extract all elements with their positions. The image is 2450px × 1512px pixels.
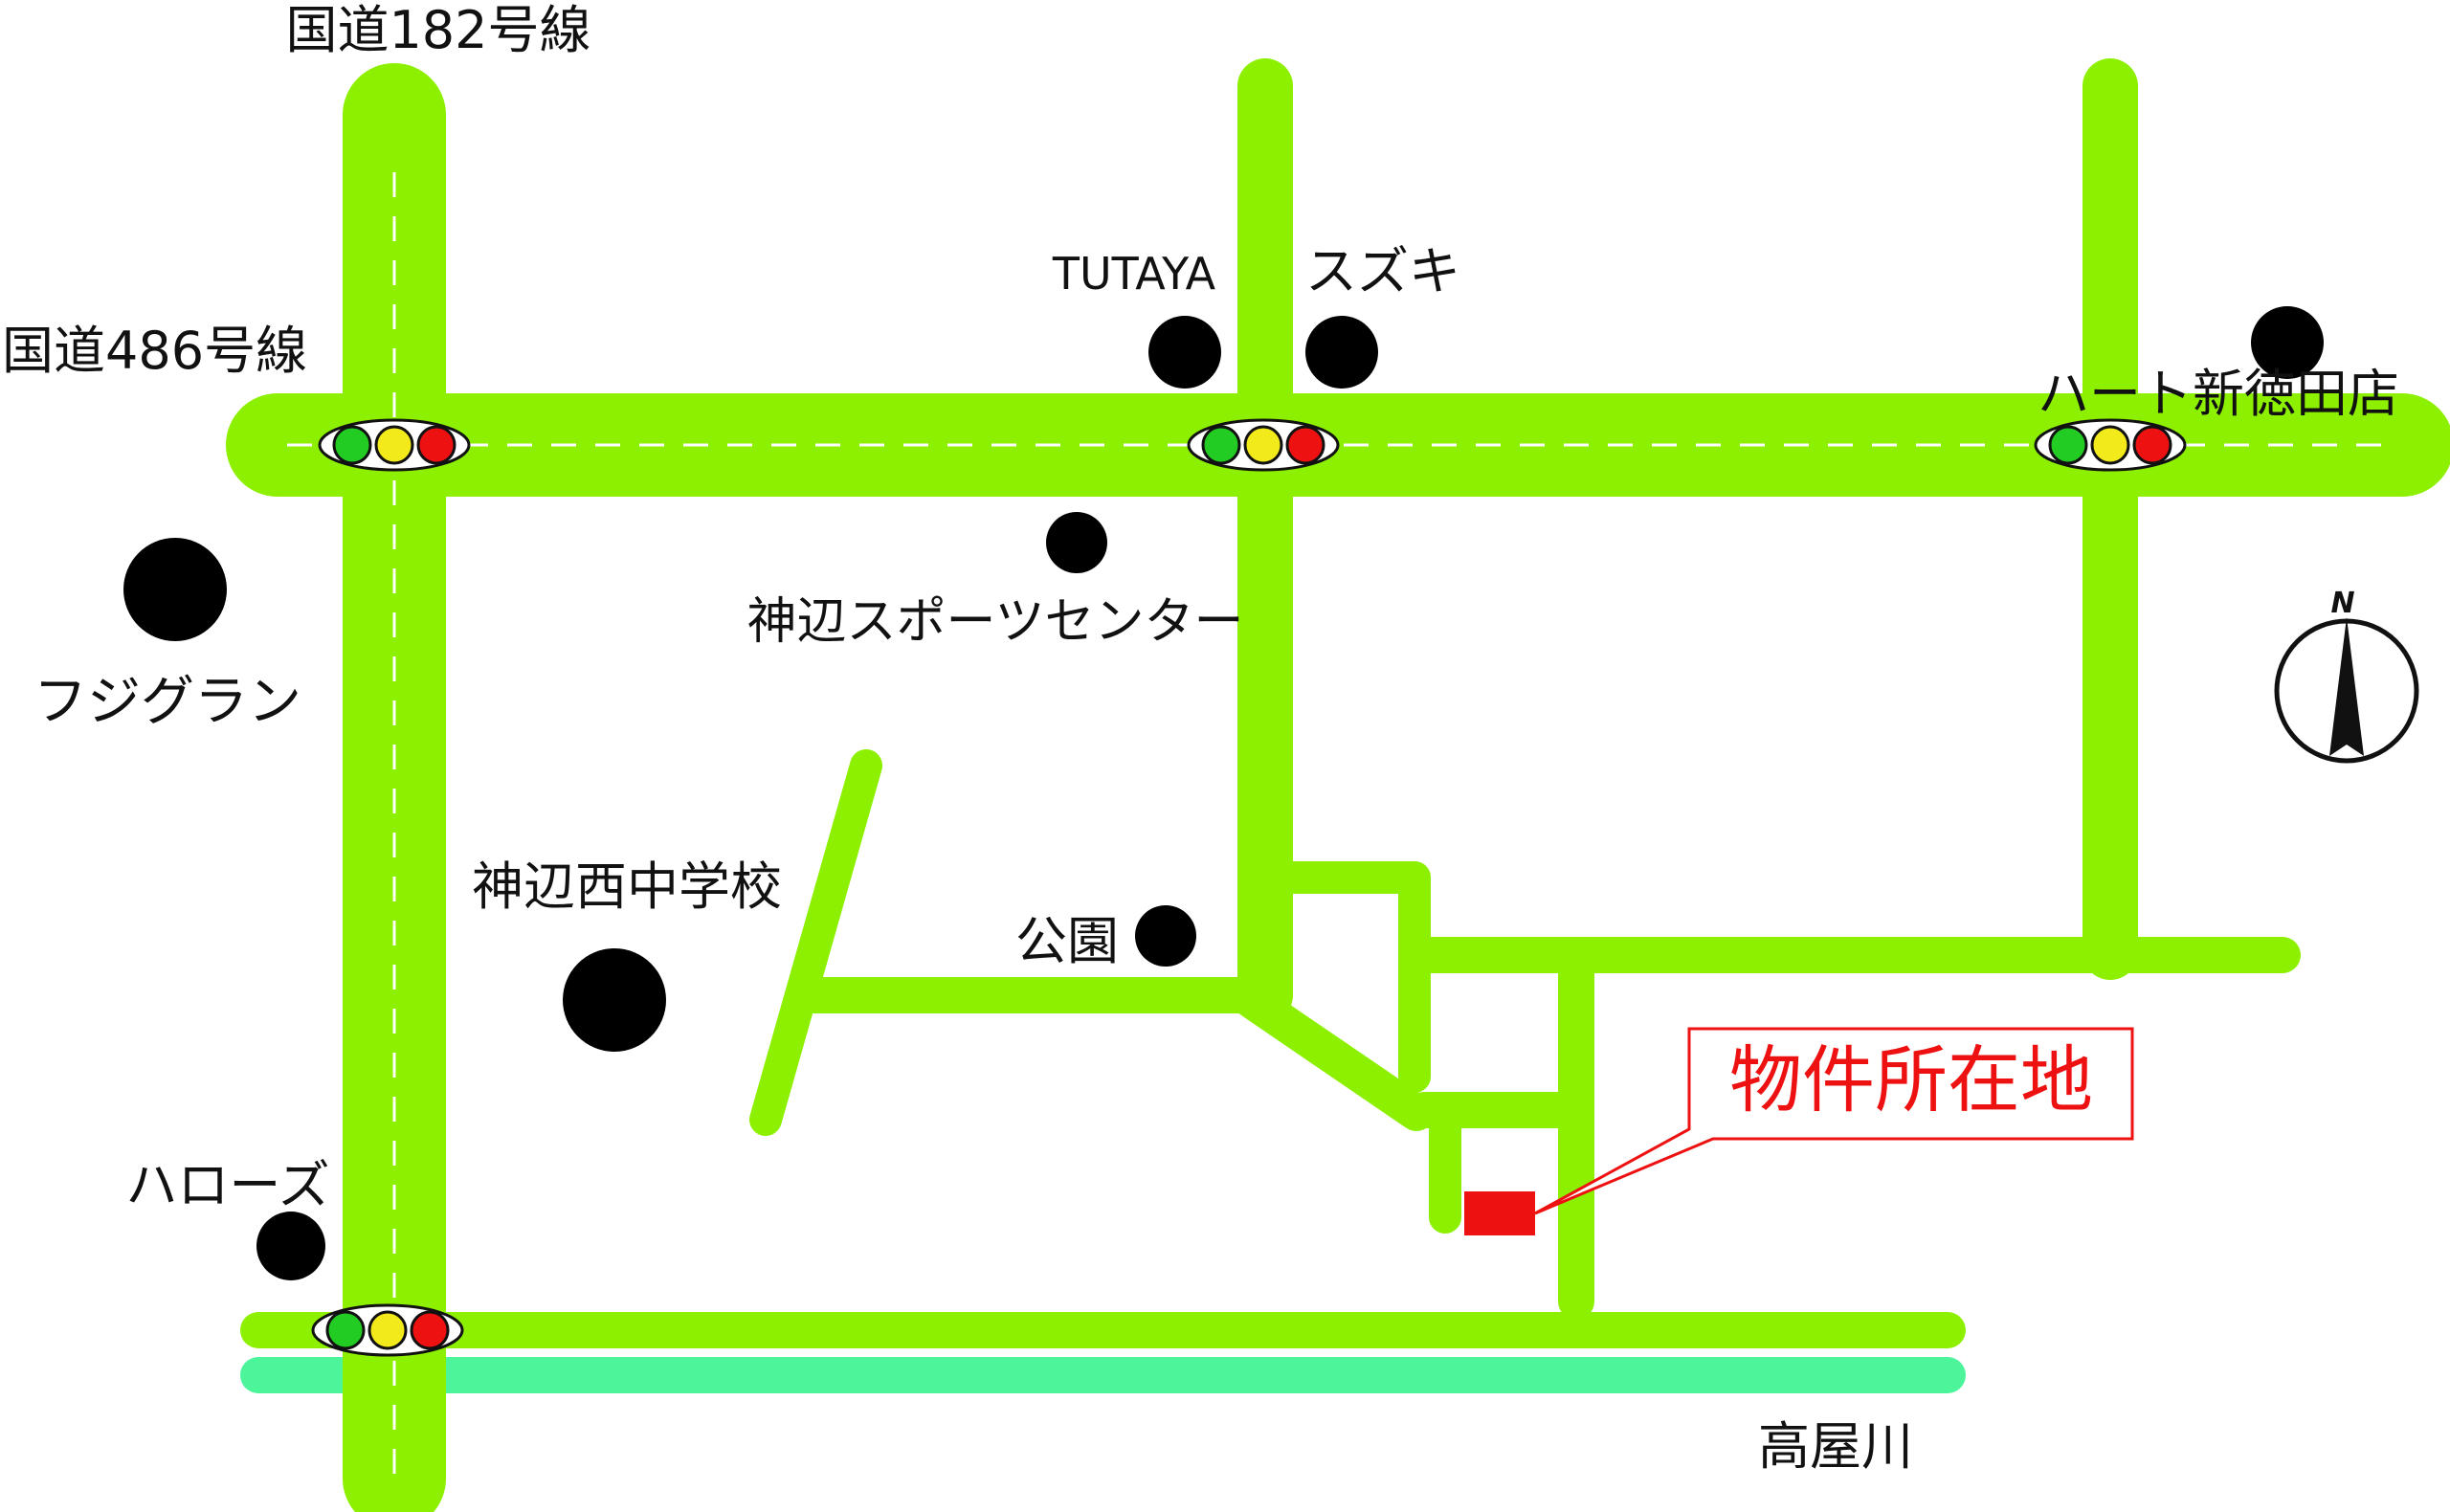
property-callout [1534, 1027, 2134, 1215]
traffic-light-icon [2034, 418, 2187, 472]
route-182-label: 国道182号線 [285, 0, 590, 60]
traffic-light-icon [1187, 418, 1340, 472]
landmark-label-tutaya: TUTAYA [1052, 248, 1216, 300]
landmark-label-harows: ハローズ [125, 1155, 329, 1215]
landmark-label-heart: ハート新徳田店 [2038, 364, 2399, 424]
river-label: 高屋川 [1758, 1416, 1913, 1477]
landmark-dot-icon [1046, 512, 1107, 573]
traffic-light-icon [318, 418, 471, 472]
property-label: 物件所在地 [1729, 1037, 2093, 1123]
landmark-dot-icon [1305, 316, 1378, 389]
landmark-dot-icon [563, 948, 666, 1052]
landmark-dot-icon [2251, 306, 2324, 379]
landmark-dots [123, 306, 2324, 1280]
landmark-label-park: 公園 [1015, 911, 1119, 971]
route-486-label: 国道486号線 [2, 321, 307, 381]
landmark-dot-icon [256, 1212, 325, 1280]
landmark-label-fuji: フジグラン [33, 671, 301, 733]
landmark-dot-icon [1135, 905, 1196, 967]
property-marker-icon [1464, 1191, 1535, 1235]
landmark-label-sports: 神辺スポーツセンター [747, 593, 1244, 651]
compass-n-label: N [2330, 587, 2354, 620]
landmark-dot-icon [123, 538, 227, 641]
north-arrow-icon: N [2274, 587, 2419, 764]
diagonal-road-south [1226, 977, 1435, 1131]
traffic-light-icon [311, 1303, 464, 1357]
landmark-label-school: 神辺西中学校 [472, 856, 782, 917]
landmark-label-suzuki: スズキ [1305, 241, 1460, 301]
landmark-dot-icon [1148, 316, 1221, 389]
diagonal-road [749, 749, 882, 1136]
